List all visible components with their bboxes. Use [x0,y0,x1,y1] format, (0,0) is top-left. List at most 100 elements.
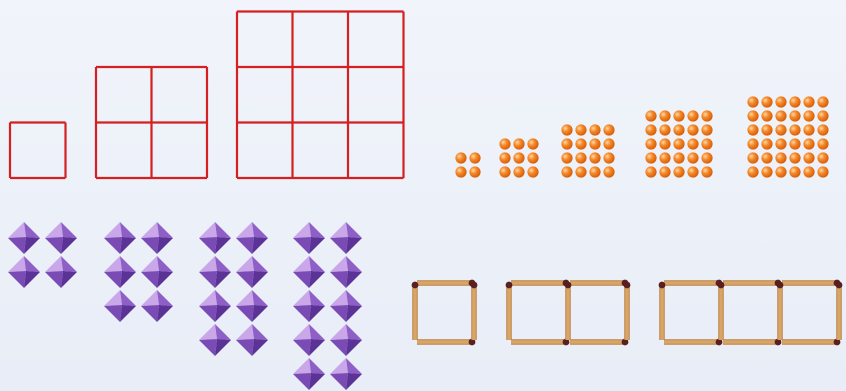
matchstick [624,282,631,340]
orange-dot [645,152,656,163]
orange-dot [469,166,480,177]
orange-dot [513,152,524,163]
purple-gem-icon [104,290,136,322]
orange-dot [803,138,814,149]
orange-dot [575,152,586,163]
matchstick-squares-2 [506,280,631,346]
match-head [836,282,843,289]
square-grid-3x3 [237,12,404,179]
orange-dot [761,166,772,177]
orange-dot [817,138,828,149]
orange-dot [645,110,656,121]
orange-dot [803,152,814,163]
gem-arrangement-4-rows [199,222,268,356]
matchstick [836,282,843,340]
purple-gem-icon [330,256,362,288]
orange-dot [803,96,814,107]
matchstick [511,339,569,346]
purple-gem-icon [293,324,325,356]
purple-gem-icon [293,358,325,390]
orange-dot [775,110,786,121]
orange-dot [747,96,758,107]
square-grid-sequence [10,12,404,179]
orange-dot [673,166,684,177]
purple-gem-icon [8,222,40,254]
matchstick [412,282,419,340]
orange-dot [789,110,800,121]
matchstick-squares-1 [412,280,478,346]
purple-gem-icon [141,290,173,322]
orange-dot [455,152,466,163]
matchstick [506,282,513,340]
orange-dot [747,152,758,163]
matchstick [565,282,572,340]
gem-arrangement-3-rows [104,222,173,322]
orange-dot [603,138,614,149]
orange-dot [761,138,772,149]
dot-square-2x2 [455,152,480,177]
purple-gem-icon [199,324,231,356]
orange-dot [589,152,600,163]
orange-dot [645,166,656,177]
orange-dot [761,96,772,107]
orange-dot [673,124,684,135]
dot-square-6x6 [747,96,828,177]
gem-arrangement-sequence [8,222,362,390]
purple-gem-icon [330,290,362,322]
orange-dot [789,124,800,135]
purple-gem-icon [293,290,325,322]
purple-gem-icon [141,222,173,254]
orange-dot [803,124,814,135]
orange-dot [775,138,786,149]
matchstick [511,280,569,287]
purple-gem-icon [8,256,40,288]
purple-gem-icon [236,324,268,356]
orange-dot [561,124,572,135]
orange-dot [803,166,814,177]
dot-square-5x5 [645,110,712,177]
orange-dot [659,124,670,135]
orange-dot [561,138,572,149]
purple-gem-icon [45,222,77,254]
purple-gem-icon [236,290,268,322]
purple-gem-icon [330,222,362,254]
orange-dot [469,152,480,163]
orange-dot [747,166,758,177]
orange-dot [775,96,786,107]
orange-dot [513,166,524,177]
orange-dot [775,124,786,135]
orange-dot [561,152,572,163]
orange-dot [701,110,712,121]
orange-dot [761,110,772,121]
matchstick [777,282,784,340]
orange-dot [561,166,572,177]
orange-dot [673,110,684,121]
matchstick [723,280,781,287]
orange-dot [659,166,670,177]
orange-dot [817,96,828,107]
orange-dot [575,124,586,135]
matchstick [570,339,628,346]
orange-dot [817,110,828,121]
dot-square-sequence [455,96,828,177]
match-head [777,282,784,289]
orange-dot [673,138,684,149]
matchstick [723,339,781,346]
orange-dot [817,124,828,135]
matchstick [782,280,840,287]
orange-dot [687,152,698,163]
orange-dot [687,124,698,135]
dot-square-4x4 [561,124,614,177]
matchstick-square-sequence [412,280,843,346]
purple-gem-icon [236,222,268,254]
orange-dot [701,138,712,149]
purple-gem-icon [293,256,325,288]
orange-dot [687,166,698,177]
match-head [506,282,513,289]
orange-dot [499,152,510,163]
match-head [624,282,631,289]
purple-gem-icon [141,256,173,288]
purple-gem-icon [199,222,231,254]
